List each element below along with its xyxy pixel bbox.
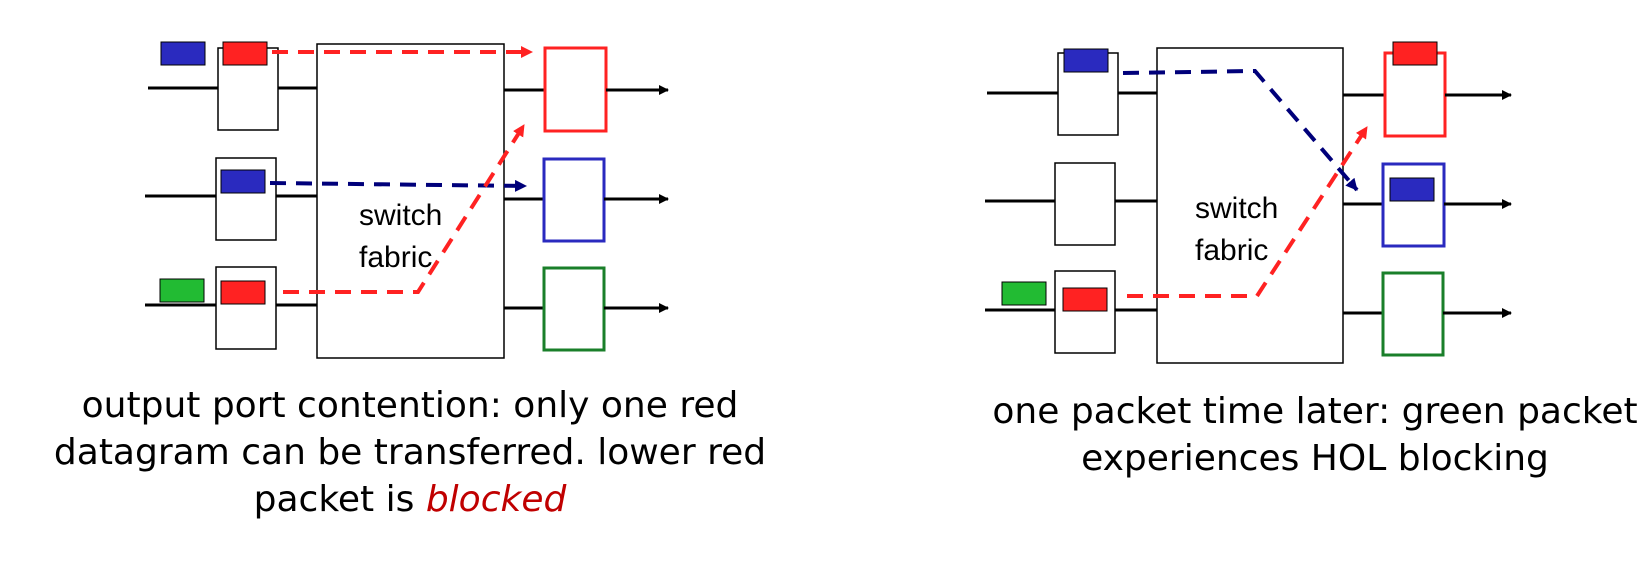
- switch-fabric-label-line2: fabric: [359, 241, 432, 274]
- switch-fabric-label-line2: fabric: [1195, 234, 1268, 267]
- switch-fabric-label-line1: switch: [359, 199, 442, 232]
- queued-packet-green: [1001, 281, 1047, 306]
- input-port-2: [145, 157, 317, 241]
- input-buffer-2: [1054, 162, 1116, 246]
- right-caption: one packet time later: green packet expe…: [992, 391, 1638, 479]
- input-buffer-3: [1054, 270, 1116, 354]
- input-port-1: [987, 48, 1157, 136]
- switch-fabric-label-line1: switch: [1195, 192, 1278, 225]
- packet-red-top: [222, 41, 268, 66]
- switch-fabric-box: [316, 43, 505, 359]
- output-buffer-green: [1381, 271, 1445, 357]
- output-buffer-red: [543, 46, 608, 133]
- packet-blue-transferred: [1389, 177, 1435, 202]
- input-buffer-3: [215, 266, 277, 350]
- output-port-blue: [1343, 162, 1512, 248]
- output-port-red: [504, 46, 669, 133]
- output-buffer-green: [542, 266, 606, 352]
- blue-flow-path: [1122, 68, 1359, 192]
- left-panel: switch fabric: [145, 41, 669, 359]
- queued-packet-blue: [160, 41, 206, 66]
- left-caption: output port contention: only one red dat…: [20, 382, 800, 523]
- output-port-green: [504, 266, 669, 352]
- output-port-green: [1343, 271, 1512, 357]
- packet-red-transferred: [1392, 41, 1438, 66]
- packet-blue: [1063, 48, 1109, 73]
- blocked-emphasis: blocked: [425, 479, 567, 520]
- output-port-blue: [504, 157, 669, 243]
- red-flow-bottom-path: [283, 123, 526, 294]
- right-panel: switch fabric: [985, 41, 1512, 364]
- red-flow-path: [1127, 125, 1369, 298]
- input-port-3: [145, 266, 317, 350]
- packet-blue: [220, 169, 266, 194]
- left-caption-text: output port contention: only one red dat…: [53, 385, 767, 520]
- packet-red-blocked: [1062, 287, 1108, 312]
- blue-flow-path: [269, 179, 527, 192]
- queued-packet-green: [159, 278, 205, 303]
- output-buffer-blue: [542, 157, 606, 243]
- input-port-3: [985, 270, 1157, 354]
- input-port-1: [148, 41, 317, 131]
- packet-red-bottom: [220, 280, 266, 305]
- output-buffer-blue: [1381, 162, 1446, 248]
- input-port-2: [985, 162, 1157, 246]
- output-port-red: [1343, 41, 1512, 138]
